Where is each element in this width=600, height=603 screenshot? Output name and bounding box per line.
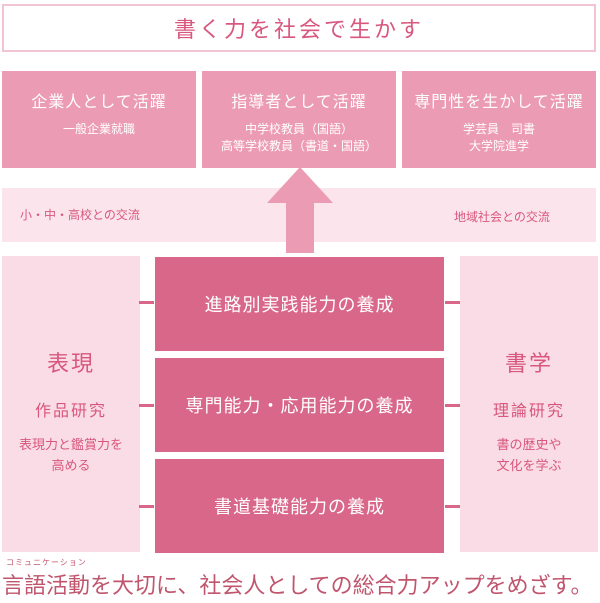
level-label: 専門能力・応用能力の養成: [185, 396, 414, 417]
career-line: 中学校教員（国語）: [244, 122, 353, 136]
level-label: 書道基礎能力の養成: [214, 497, 385, 518]
connector-dash: [139, 301, 155, 304]
level-basic: 書道基礎能力の養成: [155, 459, 444, 553]
connector-dash: [139, 404, 155, 407]
connector-dash: [139, 505, 155, 508]
connector-dash: [444, 301, 460, 304]
career-head: 専門性を生かして活躍: [414, 92, 584, 111]
career-head: 企業人として活躍: [31, 92, 167, 111]
exchange-schools: 小・中・高校との交流: [20, 208, 140, 222]
left-panel-expression: 表現 作品研究 表現力と鑑賞力を 高める: [2, 256, 140, 552]
career-box-business: 企業人として活躍 一般企業就職: [2, 71, 196, 168]
panel-line: 文化を学ぶ: [496, 459, 562, 474]
panel-subtitle: 作品研究: [34, 401, 107, 420]
panel-subtitle: 理論研究: [492, 401, 565, 420]
level-label: 進路別実践能力の養成: [204, 295, 395, 316]
panel-line: 表現力と鑑賞力を: [18, 438, 123, 453]
title-banner: 書く力を社会で生かす: [2, 4, 596, 52]
connector-dash: [444, 404, 460, 407]
career-box-teacher: 指導者として活躍 中学校教員（国語） 高等学校教員（書道・国語）: [202, 71, 396, 168]
up-arrow-icon: [267, 167, 333, 203]
panel-line: 書の歴史や: [496, 438, 562, 453]
career-line: 一般企業就職: [62, 122, 135, 136]
level-practical: 進路別実践能力の養成: [155, 257, 444, 351]
page-title: 書く力を社会で生かす: [173, 18, 424, 43]
career-box-specialist: 専門性を生かして活躍 学芸員 司書 大学院進学: [402, 71, 596, 168]
career-line: 高等学校教員（書道・国語）: [220, 139, 377, 153]
panel-title: 書学: [504, 352, 553, 377]
ruby-annotation: コミュニケーション: [6, 558, 87, 567]
bottom-message: 言語活動を大切に、社会人としての総合力アップをめざす。: [2, 574, 593, 599]
panel-title: 表現: [46, 352, 95, 377]
panel-line: 高める: [51, 459, 91, 474]
right-panel-calligraphy-study: 書学 理論研究 書の歴史や 文化を学ぶ: [460, 256, 598, 552]
level-specialized: 専門能力・応用能力の養成: [155, 358, 444, 452]
career-head: 指導者として活躍: [231, 92, 367, 111]
exchange-community: 地域社会との交流: [454, 210, 550, 224]
connector-dash: [444, 505, 460, 508]
up-arrow-shaft: [286, 203, 314, 253]
career-line: 大学院進学: [468, 139, 529, 153]
career-line: 学芸員 司書: [462, 122, 535, 136]
